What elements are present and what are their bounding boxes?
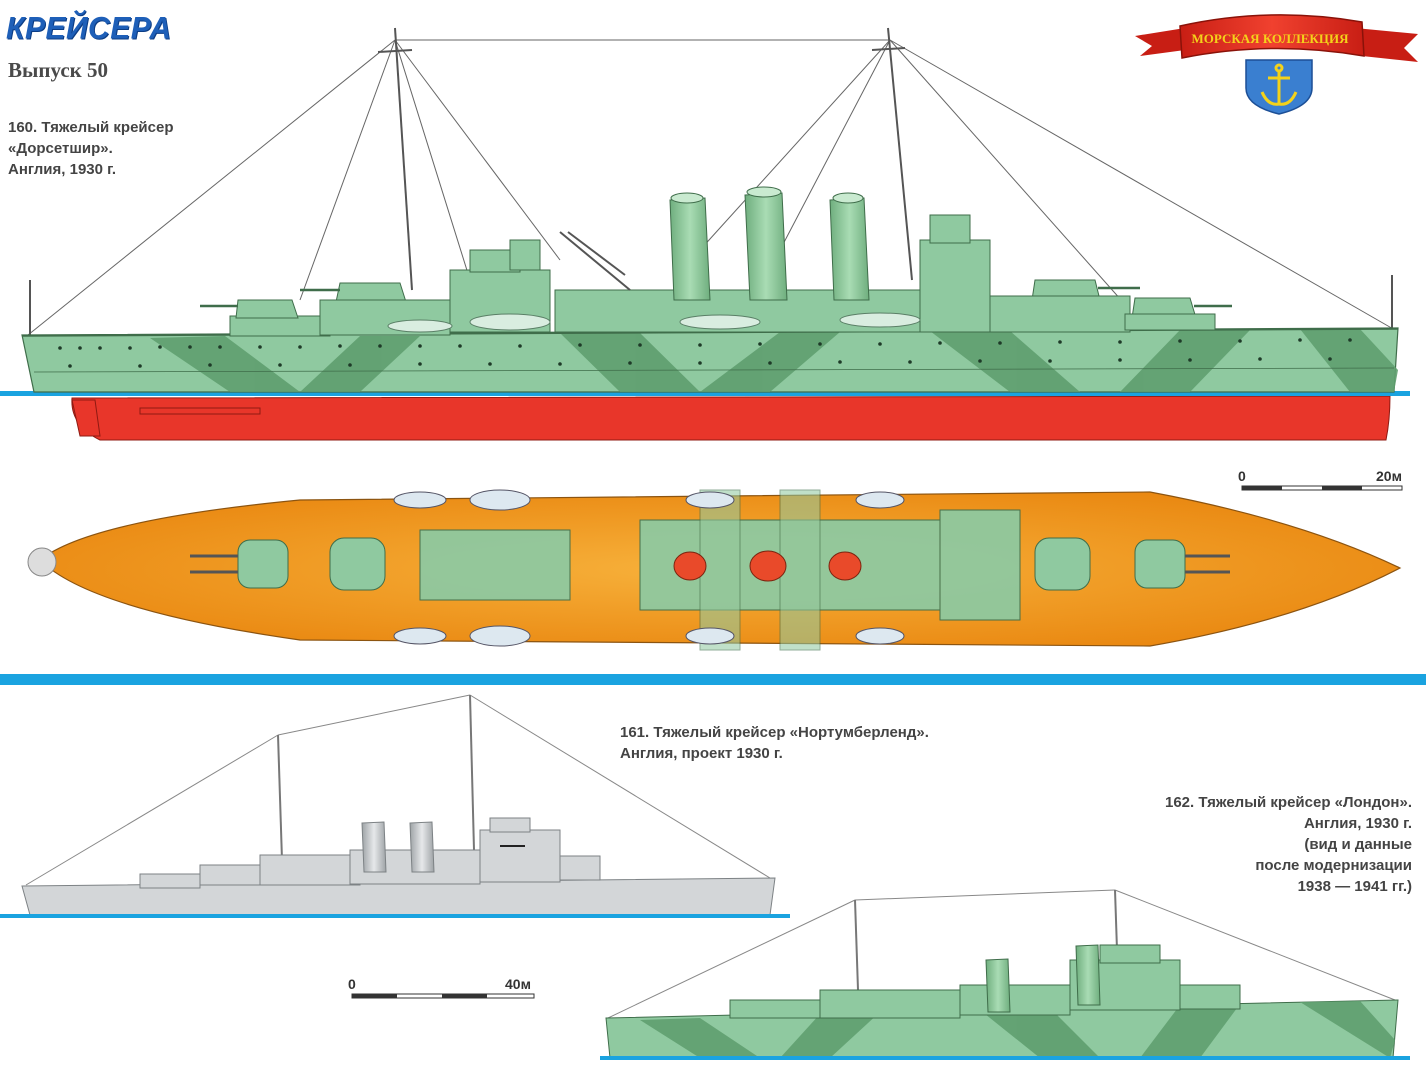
section-divider [0, 674, 1426, 685]
gun-barrels [200, 286, 1232, 308]
scale-2-start: 0 [348, 976, 356, 992]
top-lifeboats [393, 489, 905, 647]
ship-160-side-view [0, 27, 1410, 441]
scale-bar-40m [351, 993, 535, 999]
funnels [669, 186, 870, 301]
rigging-lines [27, 39, 1396, 336]
scale-1-start: 0 [1238, 468, 1246, 484]
caption-ship-160: 160. Тяжелый крейсер «Дорсетшир». Англия… [8, 119, 174, 178]
ship-162-side-view [600, 889, 1410, 1060]
portholes [58, 338, 1352, 368]
turret-aft-1 [335, 282, 407, 303]
ribbon-right-tail [1355, 28, 1418, 62]
series-title: КРЕЙСЕРА [6, 11, 172, 46]
waterline-stripe [0, 391, 1410, 396]
caption-ship-162: 162. Тяжелый крейсер «Лондон». Англия, 1… [1164, 794, 1412, 895]
ship-160-top-view [27, 489, 1402, 651]
ribbon-banner [1179, 14, 1365, 59]
turret-aft-2 [235, 299, 299, 319]
hull-red-lower [71, 395, 1391, 441]
top-funnel-caps [673, 550, 862, 582]
top-gun-barrels [190, 554, 1230, 574]
scale-2-end: 40м [505, 976, 531, 992]
waterline-161 [0, 914, 790, 918]
scale-bar-20m [1241, 485, 1403, 491]
ribbon-text: МОРСКАЯ КОЛЛЕКЦИЯ [1192, 31, 1350, 46]
lifeboats [387, 312, 921, 333]
caption-ship-161: 161. Тяжелый крейсер «Нортумберленд». Ан… [620, 724, 929, 762]
ship-161-side-view [0, 694, 790, 918]
top-turrets [237, 537, 1186, 591]
waterline-162 [600, 1056, 1410, 1060]
rudder-props [71, 399, 261, 437]
collection-logo: МОРСКАЯ КОЛЛЕКЦИЯ [1135, 14, 1418, 115]
anchor-icon [1260, 63, 1298, 106]
masts [29, 27, 1393, 340]
issue-number: Выпуск 50 [8, 58, 109, 82]
scale-1-end: 20м [1376, 468, 1402, 484]
crane [559, 231, 631, 291]
